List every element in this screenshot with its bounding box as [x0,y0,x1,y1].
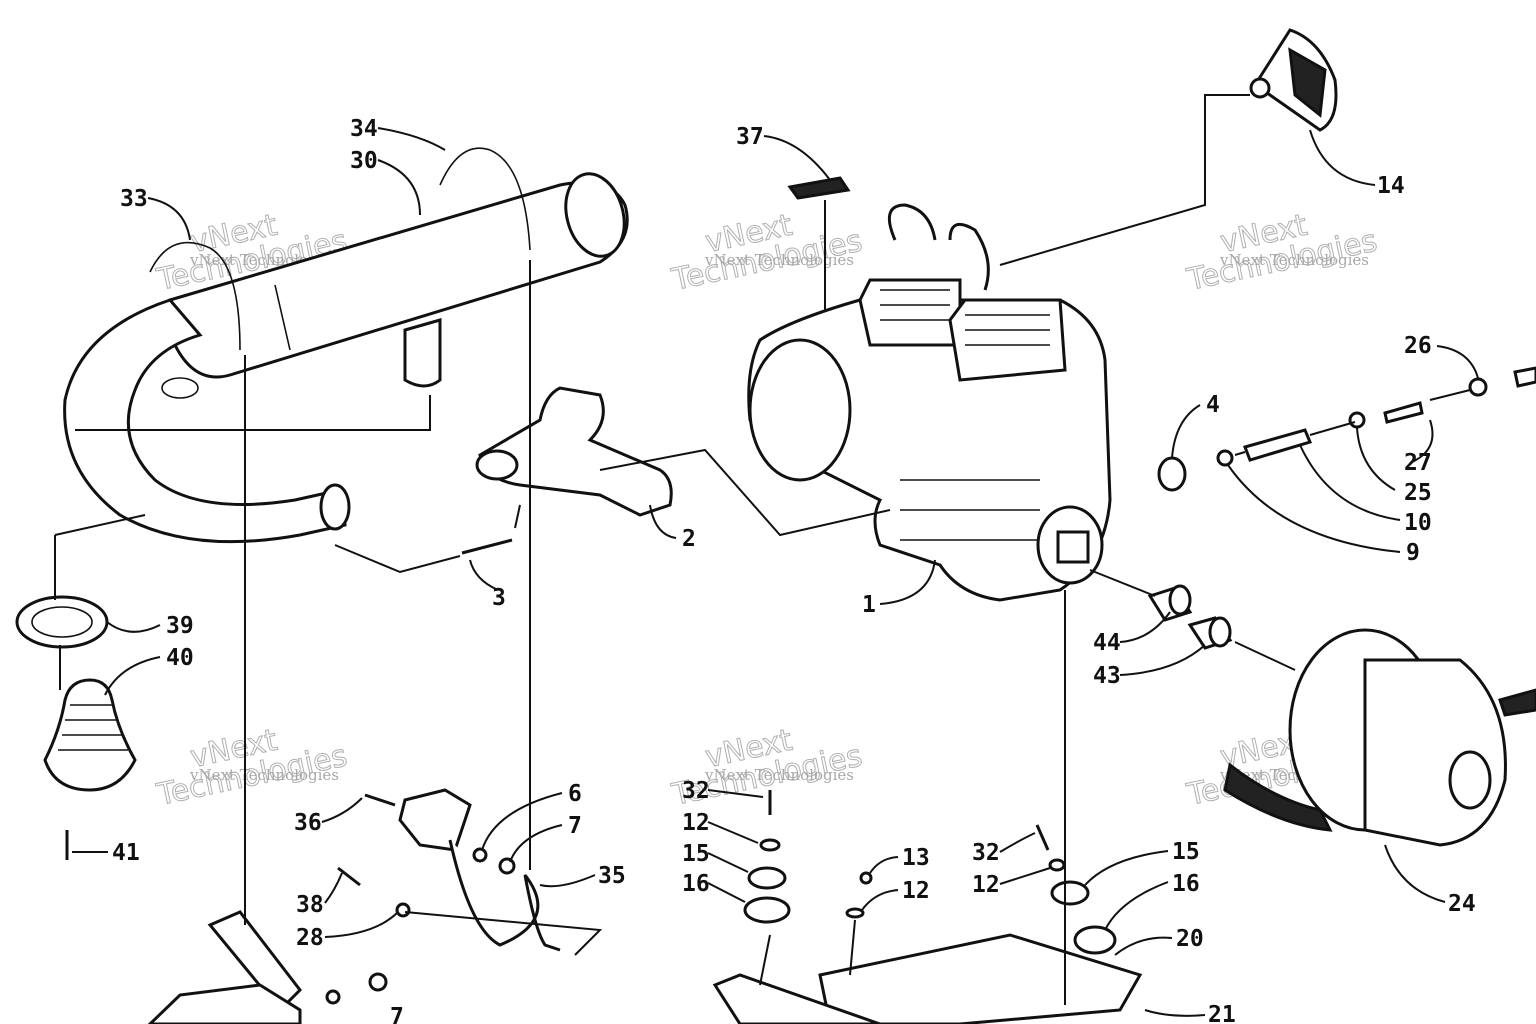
spring-34 [439,147,531,251]
gasket-39 [15,595,109,649]
spring-3 [461,538,513,555]
mount-16b [1073,925,1117,955]
nut-13 [859,871,873,885]
spring-33 [149,241,241,351]
sleeve-10 [1243,428,1313,462]
callout-7: 7 [568,813,582,839]
nut-26b [1513,366,1536,388]
bolt-27 [1383,401,1424,424]
watermark-bottom-left: vNext Technologies vNext Technologies [153,722,351,813]
spacer-44 [1147,584,1193,622]
callout-43: 43 [1093,663,1121,689]
callout-40: 40 [166,645,194,671]
bolt-36 [364,793,396,807]
svg-text:vNext Technologies: vNext Technologies [189,766,339,784]
callout-37: 37 [736,124,764,150]
svg-text:vNext Technologies: vNext Technologies [704,251,854,269]
bracket-36 [398,788,472,852]
callout-14: 14 [1377,173,1405,199]
callout-1: 1 [862,592,876,618]
washer-12c [1048,858,1066,872]
decal-37 [787,176,851,200]
exhaust-pipe [63,298,351,544]
callout-44: 44 [1093,630,1121,656]
callout-34: 34 [350,116,378,142]
watermark-bottom-center: vNext Technologies vNext Technologies [668,722,866,813]
watermark-top-right: vNext Technologies vNext Technologies [1183,207,1381,298]
washer-lower [325,989,341,1005]
base-lower-left [147,983,302,1024]
callout-30: 30 [350,148,378,174]
callout-2: 2 [682,526,696,552]
callout-12-center: 12 [682,810,710,836]
callout-15-center: 15 [682,841,710,867]
callout-9: 9 [1406,540,1420,566]
drive-clutch [1223,628,1536,847]
washer-12a [759,838,781,852]
spacer-43 [1187,616,1233,650]
boot-40 [43,678,137,792]
callout-39: 39 [166,613,194,639]
engine-plate [818,933,1143,1024]
svg-text:vNext Technologies: vNext Technologies [704,766,854,784]
callout-13: 13 [902,845,930,871]
callout-28: 28 [296,925,324,951]
callout-20: 20 [1176,926,1204,952]
callout-24: 24 [1448,891,1476,917]
cap-4 [1157,456,1187,492]
engine-assembly [747,203,1112,602]
watermark-top-center: vNext Technologies vNext Technologies [668,207,866,298]
callout-labels: 34 30 33 37 14 26 4 27 25 10 9 2 3 1 39 … [112,116,1476,1024]
callout-16-center: 16 [682,871,710,897]
exhaust-manifold [475,386,673,517]
callout-6: 6 [568,781,582,807]
engine-rail [712,973,881,1024]
washer-12b [845,907,865,919]
callout-16-right: 16 [1172,871,1200,897]
mount-15b [1050,880,1090,906]
mount-15a [747,866,787,890]
svg-text:vNext Technologies: vNext Technologies [1219,251,1369,269]
nut-7 [498,857,516,875]
callout-41: 41 [112,840,140,866]
washer-28 [395,902,411,918]
callout-7-lower: 7 [390,1004,404,1024]
callout-12-plate: 12 [902,878,930,904]
callout-21: 21 [1208,1002,1236,1024]
nut-lower [368,972,388,992]
washer-6 [472,847,488,863]
callout-35: 35 [598,863,626,889]
callout-27: 27 [1404,450,1432,476]
callout-4: 4 [1206,392,1220,418]
callout-38: 38 [296,892,324,918]
nut-26 [1468,377,1488,397]
callout-26: 26 [1404,333,1432,359]
callout-25: 25 [1404,480,1432,506]
callout-12-right: 12 [972,872,1000,898]
muffler [168,172,629,388]
callout-15-right: 15 [1172,839,1200,865]
leader-lines [54,94,1471,1005]
callout-36: 36 [294,810,322,836]
callout-3: 3 [492,585,506,611]
callout-33: 33 [120,186,148,212]
callout-10: 10 [1404,510,1432,536]
bolt-32b [1035,824,1050,851]
washer-9 [1216,449,1234,467]
callout-32-center: 32 [682,778,710,804]
cable-35 [448,839,561,952]
mount-16a [743,896,791,924]
bracket-lower-left [207,910,302,1013]
callout-32-right: 32 [972,840,1000,866]
callout-pointers [72,127,1479,1017]
washer-25 [1348,411,1366,429]
starter-handle [1249,28,1338,132]
bolt-38 [337,866,361,887]
